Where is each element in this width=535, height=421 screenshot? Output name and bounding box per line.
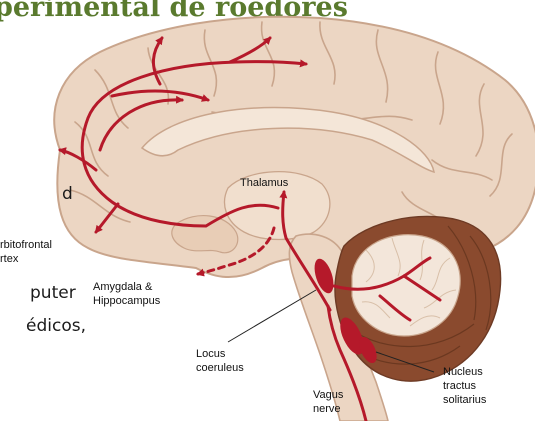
label-locus-line2: coeruleus <box>196 362 244 374</box>
arbor-vitae <box>352 235 460 336</box>
label-locus-line1: Locus <box>196 348 226 360</box>
label-thalamus: Thalamus <box>240 177 289 189</box>
label-vagus-line1: Vagus <box>313 389 344 401</box>
slide-text-fragment-3: édicos, <box>26 316 86 336</box>
label-amygdala-line2: Hippocampus <box>93 295 161 307</box>
label-orbitofrontal-line2: rtex <box>0 253 19 265</box>
label-vagus-line2: nerve <box>313 403 341 415</box>
label-nucleus-line1: Nucleus <box>443 366 483 378</box>
label-amygdala-line1: Amygdala & <box>93 281 153 293</box>
label-nucleus-line3: solitarius <box>443 394 487 406</box>
slide-text-fragment-1: d <box>62 184 73 204</box>
label-nucleus-line2: tractus <box>443 380 477 392</box>
label-orbitofrontal-line1: rbitofrontal <box>0 239 52 251</box>
slide-text-fragment-2: puter <box>30 283 76 303</box>
